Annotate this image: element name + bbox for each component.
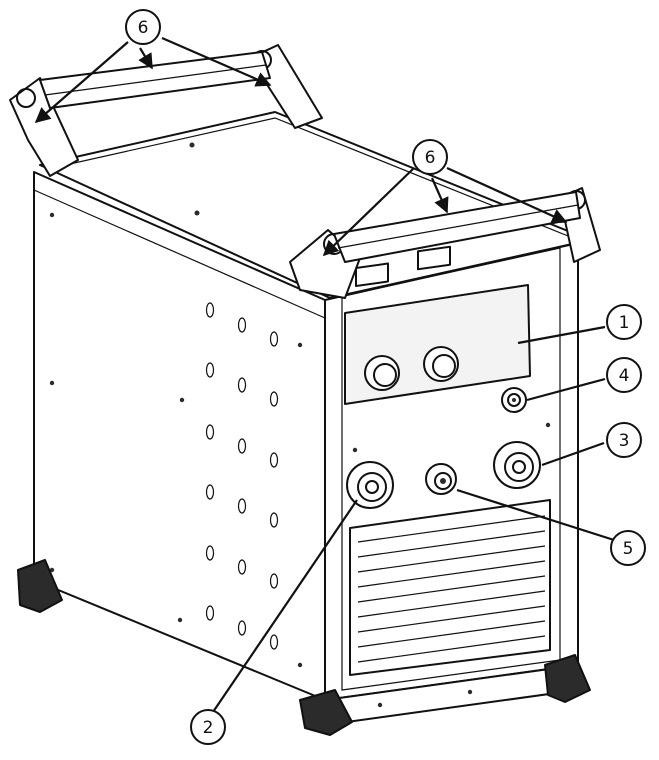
leader-lines (34, 36, 615, 713)
callout-label: 6 (138, 18, 149, 38)
leader-6b-right (446, 166, 568, 224)
callout-label: 4 (619, 366, 630, 386)
callout-label: 5 (623, 539, 634, 559)
callout-3: 3 (606, 422, 642, 458)
leader-1 (517, 325, 606, 345)
callout-label: 6 (425, 148, 436, 168)
front-grille (349, 499, 551, 676)
callout-4: 4 (606, 357, 642, 393)
foot-rear-left (17, 559, 63, 613)
remote-control-socket[interactable] (501, 387, 527, 413)
callout-5: 5 (610, 530, 646, 566)
knob-right[interactable] (423, 346, 459, 382)
output-socket-positive[interactable] (493, 441, 541, 489)
front-lifting-handle[interactable] (289, 187, 601, 299)
display-right (417, 245, 451, 271)
display-left (355, 262, 389, 287)
foot-front-left (299, 689, 353, 736)
callout-label: 1 (619, 313, 630, 333)
callout-label: 3 (619, 431, 630, 451)
callout-6-rear: 6 (125, 9, 161, 45)
leader-3 (541, 441, 605, 467)
foot-front-right (544, 654, 591, 703)
callout-1: 1 (606, 304, 642, 340)
callout-2: 2 (190, 709, 226, 745)
control-connector[interactable] (425, 463, 457, 495)
leader-6b-center (430, 177, 449, 214)
side-vents (205, 302, 279, 650)
control-panel (344, 245, 531, 405)
leader-2 (212, 499, 358, 713)
leader-4 (526, 377, 606, 402)
knob-left[interactable] (364, 355, 400, 391)
leader-6a-right (161, 36, 272, 87)
leader-5 (456, 488, 615, 542)
leader-6b-left (322, 167, 415, 257)
leader-6a-center (138, 47, 153, 70)
leader-6a-left (34, 41, 129, 124)
output-socket-negative[interactable] (346, 461, 394, 509)
callout-6-front: 6 (412, 139, 448, 175)
callout-label: 2 (203, 718, 214, 738)
